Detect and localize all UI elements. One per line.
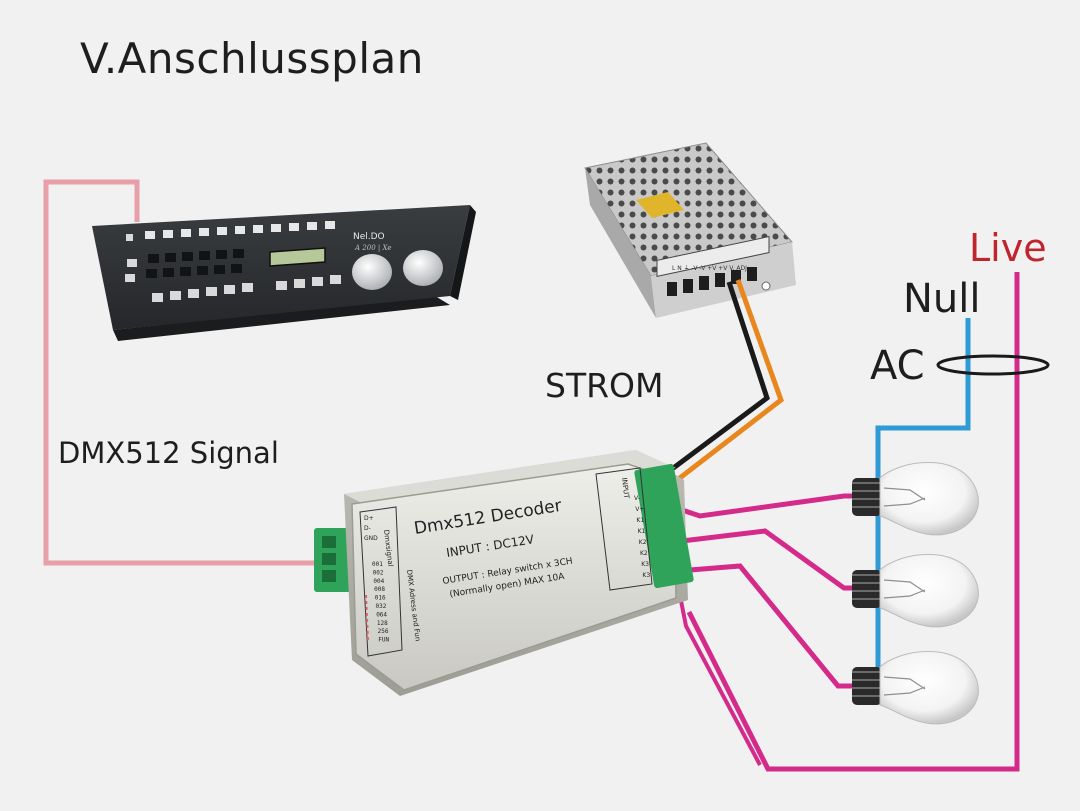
dip-value: 128: [377, 620, 388, 627]
dmx-pin-label: D+: [364, 515, 374, 522]
psu-terminal-labels: L N ⏚ -V -V +V +V V. ADJ: [672, 265, 747, 272]
dmx-decoder: Dmx512 Decoder INPUT : DC12V OUTPUT : Re…: [314, 450, 694, 696]
relay-pin-label: K2: [639, 539, 647, 546]
dip-value: 008: [374, 586, 385, 593]
relay-pin-label: V+: [635, 506, 644, 513]
relay-pin-label: K1: [636, 517, 644, 524]
dip-value: 002: [373, 569, 384, 576]
light-bulb-1: [852, 461, 979, 536]
relay-wire-1: [675, 493, 862, 519]
dc-positive-wire: [670, 279, 784, 486]
ac-label: AC: [870, 343, 925, 389]
dip-value: FUN: [378, 637, 389, 644]
dip-value: 064: [376, 611, 387, 618]
relay-pin-label: V-: [634, 495, 640, 502]
ac-cable-ring: [936, 354, 1050, 376]
dmx-signal-label: DMX512 Signal: [58, 436, 279, 470]
diagram-title: V.Anschlussplan: [80, 34, 424, 83]
console-wheel-left: [352, 254, 392, 290]
live-label: Live: [969, 226, 1047, 270]
console-brand: Nel.DO: [353, 232, 385, 242]
dip-value: 032: [376, 603, 387, 610]
dmx-pin-label: D-: [364, 525, 371, 532]
live-wire: [686, 272, 1020, 772]
power-supply: L N ⏚ -V -V +V +V V. ADJ: [584, 142, 796, 318]
relay-wire-2: [681, 528, 862, 591]
dc-negative-wire: [658, 281, 770, 481]
relay-wire-3: [689, 563, 862, 689]
dmx-pin-label: GND: [364, 535, 378, 542]
null-label: Null: [903, 276, 981, 322]
dip-value: 256: [378, 628, 389, 635]
relay-pin-label: K1: [638, 528, 646, 535]
light-bulb-2: [852, 553, 979, 628]
dip-value: 004: [373, 578, 384, 585]
console-model: A 200 | Xe: [354, 244, 392, 252]
dmx-console: Nel.DO A 200 | Xe: [92, 205, 476, 341]
relay-pin-label: K2: [640, 550, 648, 557]
console-wheel-right: [403, 250, 443, 286]
decoder-input-label: INPUT: [620, 477, 631, 499]
dip-value: 001: [372, 561, 383, 568]
relay-pin-label: K3: [641, 561, 649, 568]
dmx-signal-wire: [43, 179, 322, 566]
dip-value: 016: [375, 595, 386, 602]
relay-pin-label: K3: [642, 572, 650, 579]
light-bulb-3: [852, 650, 979, 725]
strom-label: STROM: [545, 366, 664, 405]
